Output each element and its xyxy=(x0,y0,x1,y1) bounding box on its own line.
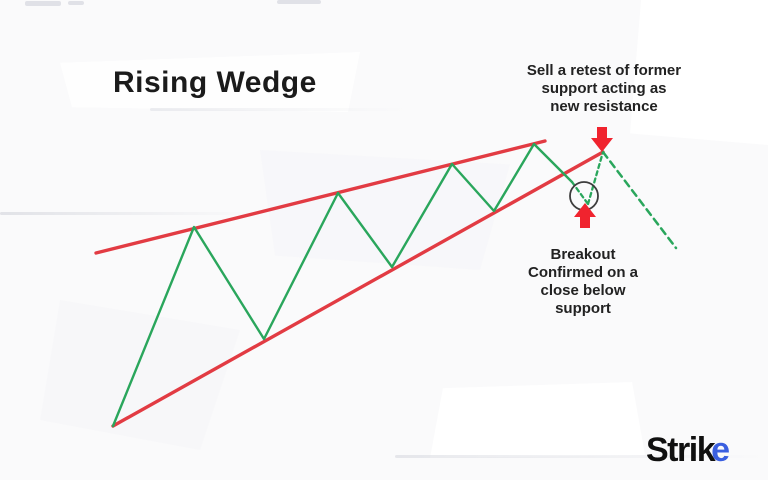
support-trendline xyxy=(111,150,605,428)
falling-dashed-line xyxy=(601,150,678,250)
up-arrow-icon xyxy=(574,203,596,228)
down-arrow-icon xyxy=(591,127,613,152)
resistance-trendline xyxy=(94,139,547,255)
sell-retest-annotation: Sell a retest of former support acting a… xyxy=(526,62,682,115)
strike-logo-text: Stri xyxy=(646,431,698,469)
strike-logo-k: k xyxy=(696,431,716,469)
strike-logo: Strike xyxy=(646,431,730,470)
breakout-annotation: Breakout Confirmed on a close below supp… xyxy=(527,246,638,317)
retest-dashed-line xyxy=(586,150,605,206)
strike-logo-e: e xyxy=(711,431,730,469)
price-zigzag-line xyxy=(111,142,574,428)
page-title: Rising Wedge xyxy=(113,66,317,99)
